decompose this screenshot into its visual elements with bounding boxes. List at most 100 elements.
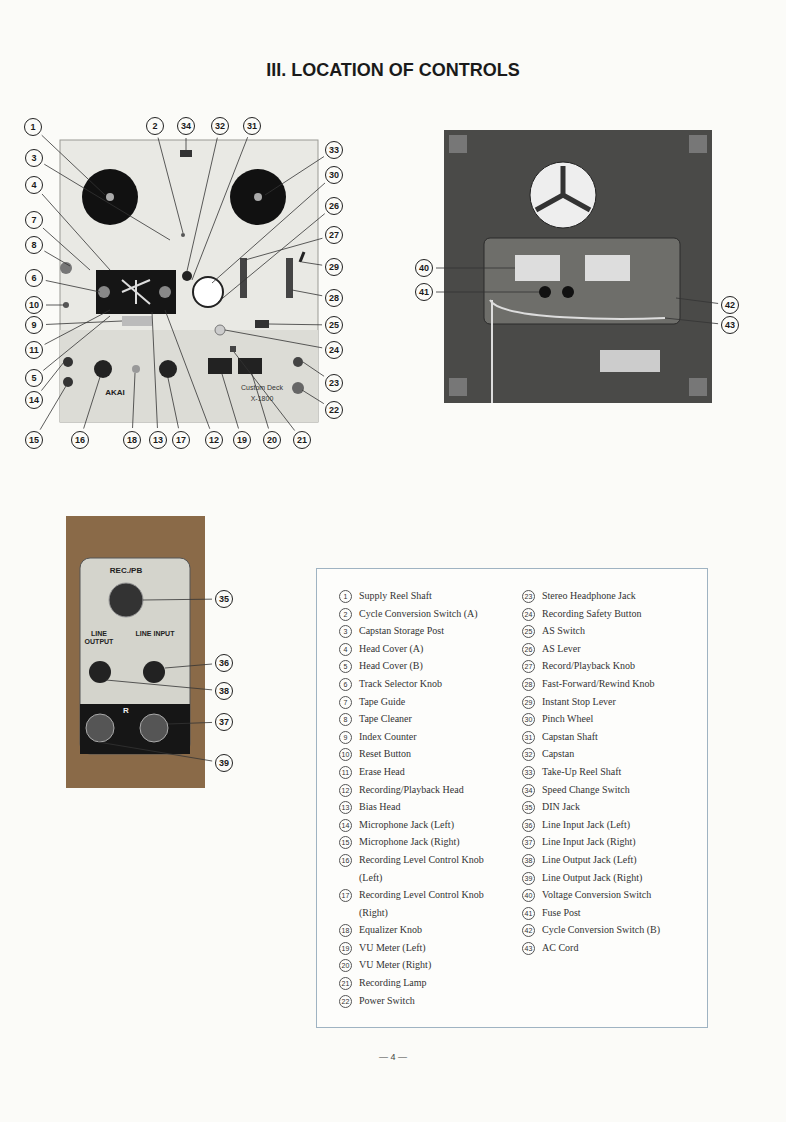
item-name: Recording/Playback Head bbox=[359, 781, 509, 799]
item-name: Line Output Jack (Right) bbox=[542, 869, 692, 887]
leader-line bbox=[42, 135, 105, 195]
ffwd-lever bbox=[286, 258, 293, 298]
item-name: Head Cover (A) bbox=[359, 640, 509, 658]
list-entry: 26AS Lever bbox=[522, 640, 697, 658]
callout-number: 43 bbox=[721, 316, 739, 334]
leader-line bbox=[303, 362, 324, 376]
callout-number: 2 bbox=[146, 117, 164, 135]
list-entry: 10Reset Button bbox=[339, 745, 514, 763]
leader-line bbox=[133, 373, 135, 428]
item-number: 2 bbox=[339, 608, 352, 621]
item-name: Tape Guide bbox=[359, 693, 509, 711]
callout-number: 8 bbox=[25, 236, 43, 254]
din-jack bbox=[109, 583, 143, 617]
leader-line bbox=[665, 318, 718, 324]
pinch-wheel bbox=[193, 277, 223, 307]
list-entry: 37Line Input Jack (Right) bbox=[522, 833, 697, 851]
reel-hub bbox=[106, 193, 114, 201]
head-block bbox=[96, 270, 176, 314]
item-name: Record/Playback Knob bbox=[542, 657, 692, 675]
item-name: Capstan bbox=[542, 745, 692, 763]
item-number: 40 bbox=[522, 889, 535, 902]
item-name: AC Cord bbox=[542, 939, 692, 957]
callout-number: 29 bbox=[325, 258, 343, 276]
leader-line bbox=[676, 298, 718, 303]
callout-number: 11 bbox=[25, 341, 43, 359]
list-entry: 41Fuse Post bbox=[522, 904, 697, 922]
item-name: AS Lever bbox=[542, 640, 692, 658]
item-name: Index Counter bbox=[359, 728, 509, 746]
speed-switch bbox=[180, 150, 192, 157]
item-number: 1 bbox=[339, 590, 352, 603]
item-number: 5 bbox=[339, 660, 352, 673]
list-entry: 27Record/Playback Knob bbox=[522, 657, 697, 675]
callout-number: 24 bbox=[325, 341, 343, 359]
item-number: 23 bbox=[522, 590, 535, 603]
item-number: 25 bbox=[522, 625, 535, 638]
callout-number: 25 bbox=[325, 316, 343, 334]
callout-number: 38 bbox=[215, 682, 233, 700]
item-number: 21 bbox=[339, 977, 352, 990]
callout-number: 12 bbox=[205, 431, 223, 449]
supply-reel bbox=[82, 169, 138, 225]
item-name: Voltage Conversion Switch bbox=[542, 886, 692, 904]
leader-line bbox=[187, 138, 217, 271]
vu-meter bbox=[238, 358, 262, 374]
takeup-reel bbox=[230, 169, 286, 225]
line-jack bbox=[86, 714, 114, 742]
item-number: 30 bbox=[522, 713, 535, 726]
item-name: Recording Level Control Knob (Left) bbox=[359, 851, 509, 886]
list-entry: 28Fast-Forward/Rewind Knob bbox=[522, 675, 697, 693]
list-entry: 30Pinch Wheel bbox=[522, 710, 697, 728]
leader-line bbox=[436, 292, 539, 293]
list-entry: 6Track Selector Knob bbox=[339, 675, 514, 693]
callout-number: 5 bbox=[25, 369, 43, 387]
list-entry: 24Recording Safety Button bbox=[522, 605, 697, 623]
selector-knob bbox=[159, 286, 171, 298]
foot bbox=[449, 135, 467, 153]
list-entry: 18Equalizer Knob bbox=[339, 921, 514, 939]
panel-text: AKAI bbox=[95, 388, 135, 397]
fuse-post bbox=[539, 286, 551, 298]
callout-number: 18 bbox=[123, 431, 141, 449]
item-number: 42 bbox=[522, 924, 535, 937]
item-name: Line Input Jack (Right) bbox=[542, 833, 692, 851]
item-name: Microphone Jack (Left) bbox=[359, 816, 509, 834]
item-name: Speed Change Switch bbox=[542, 781, 692, 799]
item-number: 22 bbox=[339, 995, 352, 1008]
eq-knob bbox=[132, 365, 140, 373]
item-name: Cycle Conversion Switch (B) bbox=[542, 921, 692, 939]
serial-plate bbox=[600, 350, 660, 372]
leader-line bbox=[165, 310, 210, 429]
leader-line bbox=[46, 280, 100, 292]
leader-line bbox=[265, 157, 324, 195]
panel-text: LINE OUTPUT bbox=[79, 630, 119, 646]
panel-text: LINE INPUT bbox=[135, 630, 175, 638]
page-title: III. LOCATION OF CONTROLS bbox=[0, 60, 786, 81]
jack-plate bbox=[80, 558, 190, 754]
callout-number: 42 bbox=[721, 296, 739, 314]
callout-number: 30 bbox=[325, 166, 343, 184]
mic-jack bbox=[63, 377, 73, 387]
leader-line bbox=[158, 138, 183, 233]
item-name: Recording Safety Button bbox=[542, 605, 692, 623]
callout-number: 23 bbox=[325, 374, 343, 392]
callout-number: 32 bbox=[211, 117, 229, 135]
leader-line bbox=[168, 722, 212, 724]
callout-number: 7 bbox=[25, 211, 43, 229]
mic-jack bbox=[63, 357, 73, 367]
item-name: Recording Lamp bbox=[359, 974, 509, 992]
item-name: Capstan Shaft bbox=[542, 728, 692, 746]
callout-number: 33 bbox=[325, 141, 343, 159]
item-name: Fast-Forward/Rewind Knob bbox=[542, 675, 692, 693]
item-number: 33 bbox=[522, 766, 535, 779]
item-name: Supply Reel Shaft bbox=[359, 587, 509, 605]
leader-line bbox=[46, 305, 64, 306]
leader-line bbox=[84, 377, 100, 429]
list-entry: 17Recording Level Control Knob (Right) bbox=[339, 886, 514, 921]
foot bbox=[449, 378, 467, 396]
callout-number: 31 bbox=[243, 117, 261, 135]
item-number: 9 bbox=[339, 731, 352, 744]
list-entry: 34Speed Change Switch bbox=[522, 781, 697, 799]
item-name: Tape Cleaner bbox=[359, 710, 509, 728]
